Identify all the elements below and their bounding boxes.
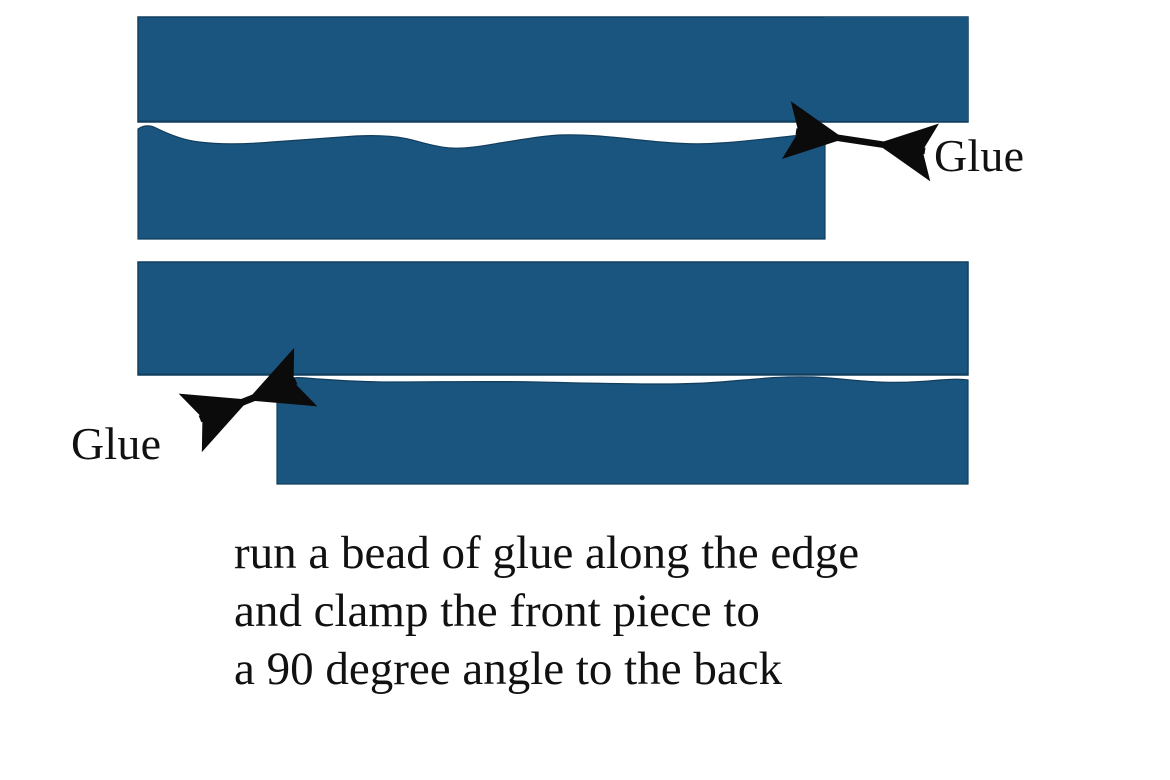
glue-label-top: Glue <box>934 130 1025 181</box>
instruction-caption: run a bead of glue along the edge and cl… <box>234 524 1114 698</box>
assembly-2 <box>137 261 969 485</box>
caption-line-1: run a bead of glue along the edge <box>234 527 860 579</box>
glue-label-bottom: Glue <box>71 418 162 469</box>
assembly-1-front-panel <box>137 125 826 240</box>
double-arrow-icon <box>781 101 940 182</box>
assembly-1 <box>137 16 969 240</box>
caption-line-2: and clamp the front piece to <box>234 585 760 637</box>
double-arrow-icon <box>178 347 318 453</box>
glue-callout-bottom-arrow <box>178 347 318 453</box>
assembly-2-joint-line <box>138 373 968 376</box>
glue-callout-top-arrow <box>781 101 940 182</box>
caption-line-3: a 90 degree angle to the back <box>234 643 783 695</box>
assembly-1-back-panel-overhang <box>825 17 968 121</box>
assembly-1-joint-line <box>138 120 968 123</box>
assembly-2-back-panel <box>137 261 969 376</box>
assembly-2-front-panel <box>276 376 969 485</box>
